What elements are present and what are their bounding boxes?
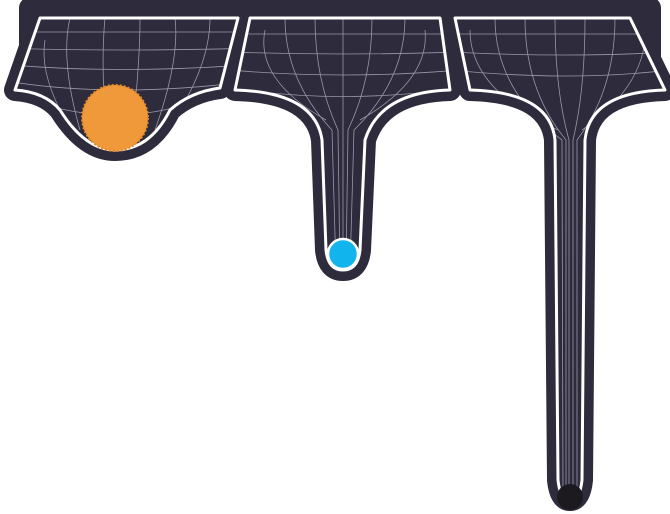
- star-ball-icon: [81, 84, 149, 152]
- neutron-star-well-grid: [235, 18, 450, 270]
- neutron-star-ball-icon: [326, 237, 360, 271]
- black-hole-ball-icon: [557, 484, 583, 510]
